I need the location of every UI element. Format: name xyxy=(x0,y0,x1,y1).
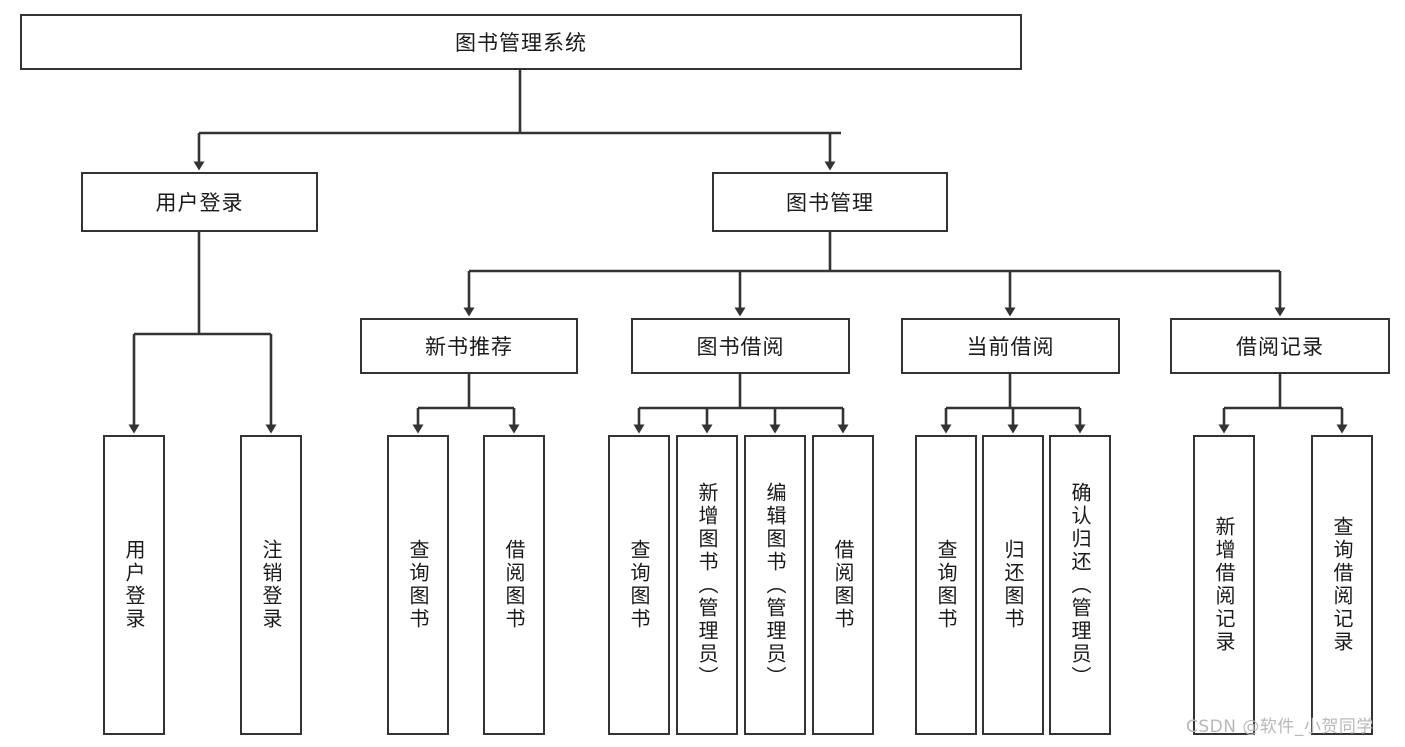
node-new-book-rec-label: 新书推荐 xyxy=(425,335,513,359)
node-leaf-query-book-1[interactable]: 查询图书 xyxy=(387,435,449,735)
node-current-borrow-label: 当前借阅 xyxy=(966,335,1055,359)
node-leaf-add-record-label: 新增借阅记录 xyxy=(1212,516,1236,654)
node-leaf-query-book-3-label: 查询图书 xyxy=(934,539,958,631)
node-borrow-record-label: 借阅记录 xyxy=(1236,335,1324,359)
node-leaf-confirm-return-label: 确认归还（管理员） xyxy=(1068,481,1092,689)
node-leaf-user-logout-label: 注销登录 xyxy=(259,539,283,631)
node-leaf-add-record[interactable]: 新增借阅记录 xyxy=(1193,435,1255,735)
node-leaf-user-login-label: 用户登录 xyxy=(122,539,146,631)
node-book-manage[interactable]: 图书管理 xyxy=(712,172,948,232)
node-leaf-confirm-return[interactable]: 确认归还（管理员） xyxy=(1049,435,1111,735)
node-leaf-edit-book[interactable]: 编辑图书（管理员） xyxy=(744,435,806,735)
node-leaf-user-logout[interactable]: 注销登录 xyxy=(240,435,302,735)
node-leaf-add-book-label: 新增图书（管理员） xyxy=(695,481,719,689)
node-leaf-query-book-2[interactable]: 查询图书 xyxy=(608,435,670,735)
node-leaf-add-book[interactable]: 新增图书（管理员） xyxy=(676,435,738,735)
node-book-borrow-label: 图书借阅 xyxy=(696,335,785,359)
node-leaf-user-login[interactable]: 用户登录 xyxy=(103,435,165,735)
watermark: CSDN @软件_小贺同学 xyxy=(1186,717,1374,737)
node-leaf-query-record[interactable]: 查询借阅记录 xyxy=(1311,435,1373,735)
node-leaf-query-book-1-label: 查询图书 xyxy=(406,539,430,631)
node-leaf-return-book[interactable]: 归还图书 xyxy=(982,435,1044,735)
node-root-label: 图书管理系统 xyxy=(455,31,587,55)
node-book-borrow[interactable]: 图书借阅 xyxy=(631,318,850,374)
node-leaf-borrow-book-2-label: 借阅图书 xyxy=(831,539,855,631)
node-root[interactable]: 图书管理系统 xyxy=(20,14,1022,70)
node-leaf-borrow-book-1-label: 借阅图书 xyxy=(502,539,526,631)
node-leaf-query-record-label: 查询借阅记录 xyxy=(1330,516,1354,654)
node-leaf-query-book-3[interactable]: 查询图书 xyxy=(915,435,977,735)
node-leaf-edit-book-label: 编辑图书（管理员） xyxy=(763,481,787,689)
node-user-login-label: 用户登录 xyxy=(155,191,244,215)
node-leaf-query-book-2-label: 查询图书 xyxy=(627,539,651,631)
node-leaf-return-book-label: 归还图书 xyxy=(1001,539,1025,631)
node-user-login[interactable]: 用户登录 xyxy=(81,172,318,232)
node-leaf-borrow-book-2[interactable]: 借阅图书 xyxy=(812,435,874,735)
node-new-book-rec[interactable]: 新书推荐 xyxy=(360,318,578,374)
node-current-borrow[interactable]: 当前借阅 xyxy=(901,318,1120,374)
node-book-manage-label: 图书管理 xyxy=(786,191,874,215)
node-borrow-record[interactable]: 借阅记录 xyxy=(1170,318,1390,374)
node-leaf-borrow-book-1[interactable]: 借阅图书 xyxy=(483,435,545,735)
